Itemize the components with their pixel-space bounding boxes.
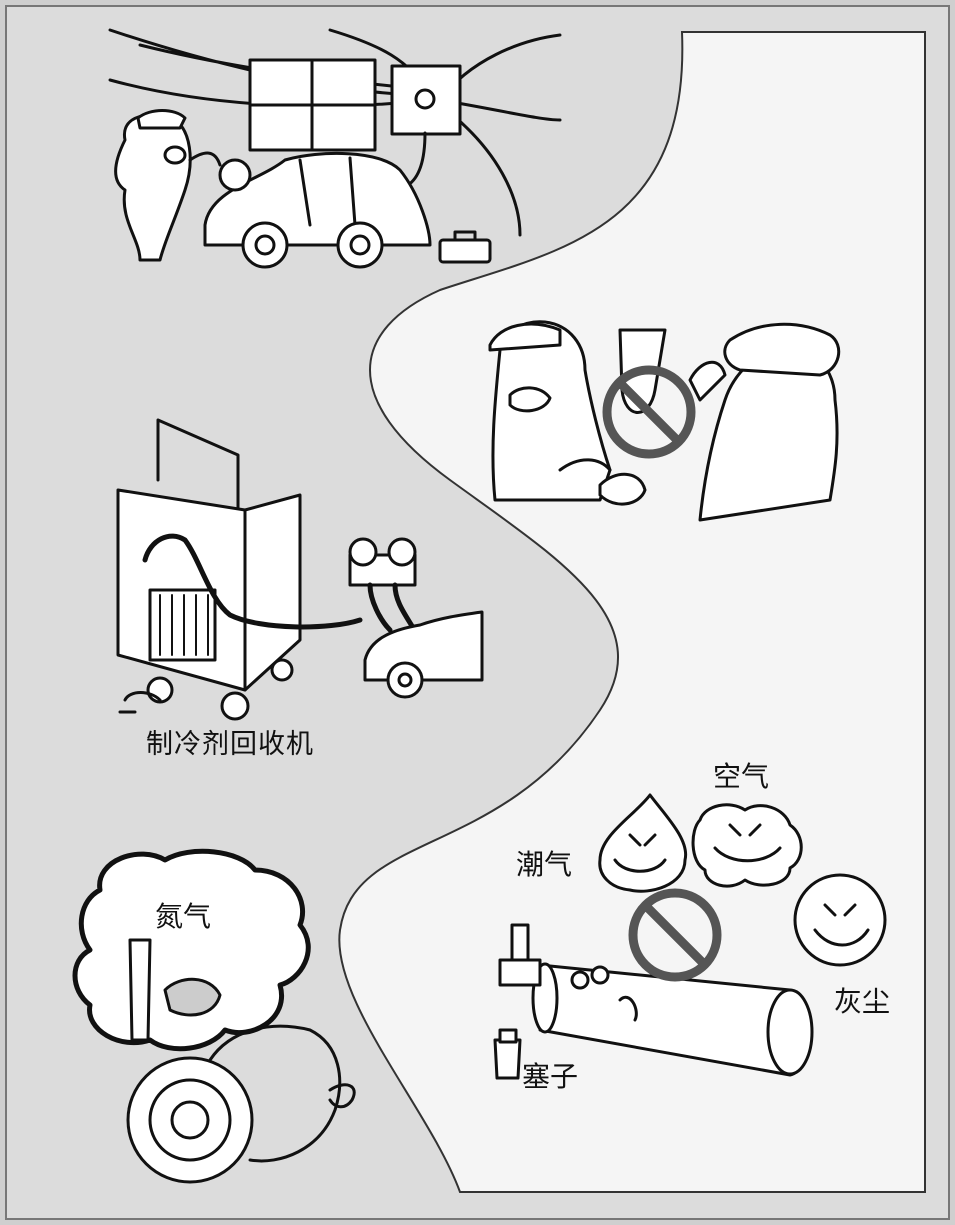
prohibition-sign-top bbox=[602, 365, 696, 459]
dust-label: 灰尘 bbox=[834, 985, 891, 1018]
refrigerant-recovery-machine-icon bbox=[116, 418, 484, 721]
workers-no-contact-icon bbox=[488, 320, 841, 522]
recovery-machine-label: 制冷剂回收机 bbox=[146, 729, 314, 760]
nitrogen-label: 氮气 bbox=[155, 900, 212, 933]
mechanic-charging-car-icon bbox=[108, 28, 562, 269]
air-label: 空气 bbox=[713, 760, 770, 793]
moisture-label: 潮气 bbox=[516, 848, 573, 881]
plug-label: 塞子 bbox=[522, 1060, 579, 1093]
right-background-wave bbox=[338, 31, 926, 1193]
sealed-tube-no-contaminants-icon bbox=[493, 793, 887, 1080]
prohibition-sign-bottom bbox=[628, 888, 722, 982]
nitrogen-charged-compressor-icon bbox=[72, 848, 356, 1184]
